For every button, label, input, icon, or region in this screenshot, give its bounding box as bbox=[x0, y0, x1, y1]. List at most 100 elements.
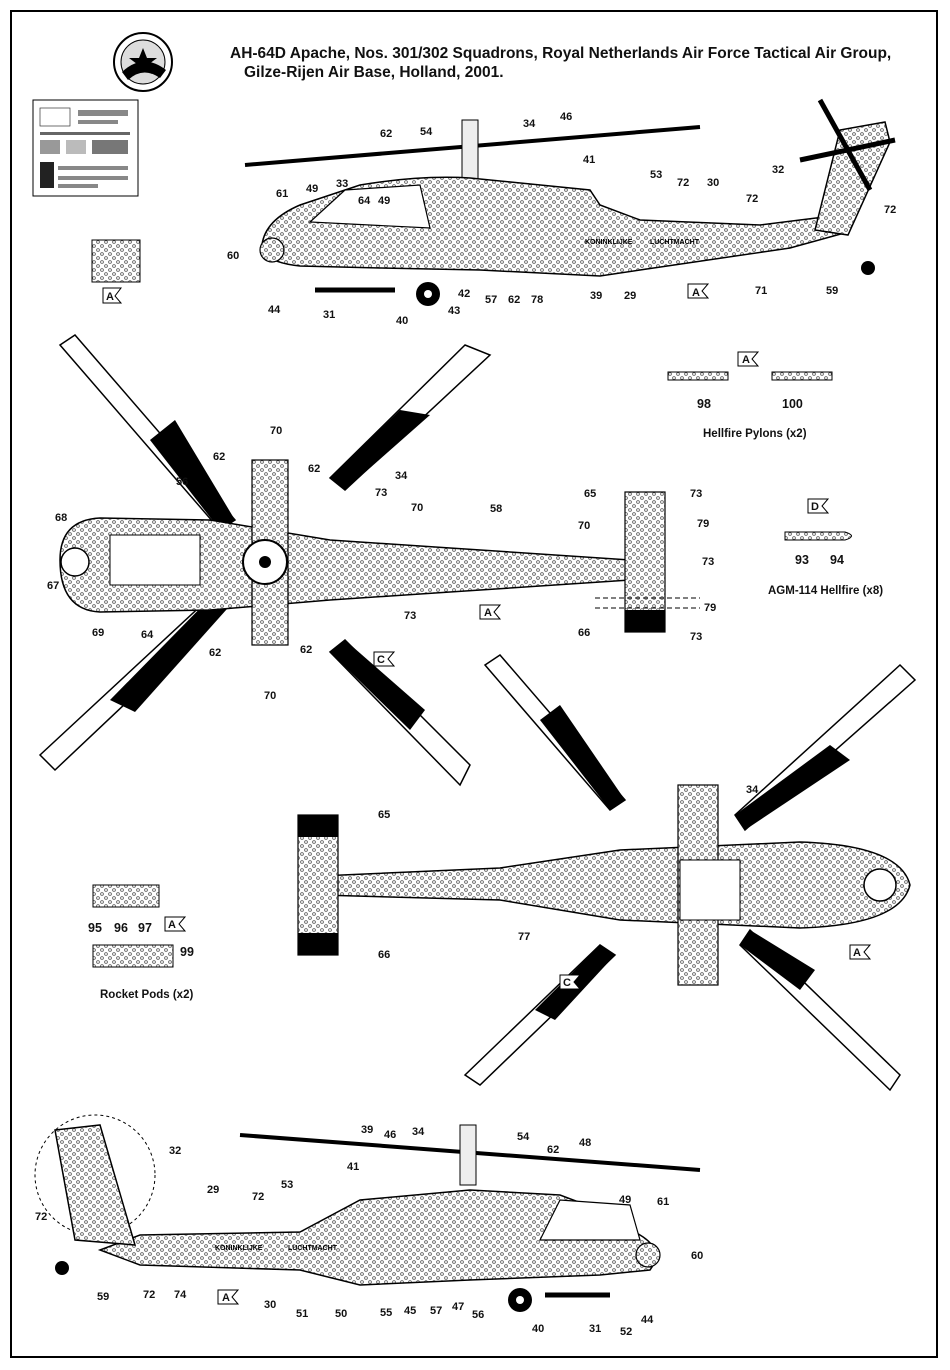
callout-62: 62 bbox=[308, 463, 320, 475]
callout-72: 72 bbox=[35, 1211, 47, 1223]
callout-74: 74 bbox=[174, 1289, 187, 1301]
callout-48: 48 bbox=[579, 1137, 591, 1149]
callout-62: 62 bbox=[547, 1144, 559, 1156]
label-100: 100 bbox=[782, 397, 803, 411]
callout-50: 50 bbox=[335, 1308, 347, 1320]
callout-34: 34 bbox=[523, 118, 536, 130]
label-95: 95 bbox=[88, 921, 102, 935]
callout-72: 72 bbox=[746, 193, 758, 205]
camo-ref-c: C bbox=[377, 654, 385, 666]
camo-ref-c: C bbox=[563, 977, 571, 989]
callout-56: 56 bbox=[472, 1309, 484, 1321]
callout-41: 41 bbox=[347, 1161, 359, 1173]
side-view-left: KONINKLIJKE LUCHTMACHT A bbox=[244, 98, 896, 306]
callout-61: 61 bbox=[276, 188, 288, 200]
squadron-logo bbox=[113, 32, 173, 92]
callout-73: 73 bbox=[404, 610, 416, 622]
callout-52: 52 bbox=[620, 1326, 632, 1338]
camo-ref-a: A bbox=[168, 919, 176, 931]
callout-32: 32 bbox=[772, 164, 784, 176]
title-line-2: Gilze-Rijen Air Base, Holland, 2001. bbox=[244, 64, 504, 81]
callout-31: 31 bbox=[323, 309, 335, 321]
callout-34: 34 bbox=[395, 470, 408, 482]
callout-51: 51 bbox=[296, 1308, 308, 1320]
callout-68: 68 bbox=[55, 512, 67, 524]
callout-72: 72 bbox=[252, 1191, 264, 1203]
caption-rocket-pods: Rocket Pods (x2) bbox=[100, 989, 193, 1001]
callout-60: 60 bbox=[227, 250, 239, 262]
callout-67: 67 bbox=[47, 580, 59, 592]
camo-ref-a: A bbox=[742, 354, 750, 366]
callout-54: 54 bbox=[517, 1131, 530, 1143]
label-96: 96 bbox=[114, 921, 128, 935]
callout-29: 29 bbox=[624, 290, 636, 302]
callout-66: 66 bbox=[378, 949, 390, 961]
callout-73: 73 bbox=[690, 631, 702, 643]
callout-34: 34 bbox=[412, 1126, 425, 1138]
callout-65: 65 bbox=[584, 488, 596, 500]
callout-73: 73 bbox=[702, 556, 714, 568]
callout-39: 39 bbox=[590, 290, 602, 302]
label-94: 94 bbox=[830, 553, 844, 567]
callout-62: 62 bbox=[209, 647, 221, 659]
callout-30: 30 bbox=[264, 1299, 276, 1311]
callout-42: 42 bbox=[458, 288, 470, 300]
callout-32: 32 bbox=[169, 1145, 181, 1157]
callout-30: 30 bbox=[707, 177, 719, 189]
callout-39: 39 bbox=[361, 1124, 373, 1136]
callout-46: 46 bbox=[560, 111, 572, 123]
callout-57: 57 bbox=[430, 1305, 442, 1317]
caption-agm-hellfire: AGM-114 Hellfire (x8) bbox=[768, 585, 883, 597]
callout-31: 31 bbox=[589, 1323, 601, 1335]
callout-70: 70 bbox=[411, 502, 423, 514]
camo-ref-a: A bbox=[692, 287, 700, 299]
callout-70: 70 bbox=[264, 690, 276, 702]
callout-79: 79 bbox=[704, 602, 716, 614]
callout-58: 58 bbox=[490, 503, 502, 515]
callout-57: 57 bbox=[485, 294, 497, 306]
callout-78: 78 bbox=[531, 294, 543, 306]
top-view: A C bbox=[38, 334, 700, 787]
callout-53: 53 bbox=[281, 1179, 293, 1191]
callout-41: 41 bbox=[583, 154, 595, 166]
title-line-1: AH-64D Apache, Nos. 301/302 Squadrons, R… bbox=[230, 45, 892, 62]
rocket-pods: A 95 96 97 99 Rocket Pods (x2) bbox=[88, 884, 194, 1001]
callout-44: 44 bbox=[268, 304, 281, 316]
label-99: 99 bbox=[180, 945, 194, 959]
camo-ref-a: A bbox=[484, 607, 492, 619]
callout-70: 70 bbox=[270, 425, 282, 437]
callout-73: 73 bbox=[375, 487, 387, 499]
label-93: 93 bbox=[795, 553, 809, 567]
callout-62: 62 bbox=[300, 644, 312, 656]
callout-40: 40 bbox=[532, 1323, 544, 1335]
callout-66: 66 bbox=[578, 627, 590, 639]
callout-33: 33 bbox=[336, 178, 348, 190]
callout-44: 44 bbox=[641, 1314, 654, 1326]
callout-55: 55 bbox=[380, 1307, 392, 1319]
callout-53: 53 bbox=[650, 169, 662, 181]
hellfire-pylons: A 98 100 Hellfire Pylons (x2) bbox=[667, 351, 833, 440]
callout-62: 62 bbox=[213, 451, 225, 463]
camo-ref-d: D bbox=[811, 501, 819, 513]
decal-sheet-thumbnail bbox=[32, 99, 139, 197]
camo-ref-a: A bbox=[222, 1292, 230, 1304]
side-view-right: KONINKLIJKE LUCHTMACHT A bbox=[34, 1114, 701, 1312]
callout-43: 43 bbox=[448, 305, 460, 317]
callout-64: 64 bbox=[141, 629, 154, 641]
callout-45: 45 bbox=[404, 1305, 416, 1317]
callout-40: 40 bbox=[396, 315, 408, 327]
callout-72: 72 bbox=[884, 204, 896, 216]
callout-69: 69 bbox=[92, 627, 104, 639]
caption-hellfire-pylons: Hellfire Pylons (x2) bbox=[703, 428, 807, 440]
bottom-view: A C bbox=[297, 654, 917, 1092]
page-title: AH-64D Apache, Nos. 301/302 Squadrons, R… bbox=[230, 44, 891, 82]
callout-60: 60 bbox=[691, 1250, 703, 1262]
callout-56: 56 bbox=[176, 476, 188, 488]
fuselage-text-luchtmacht: LUCHTMACHT bbox=[288, 1245, 338, 1252]
callout-54: 54 bbox=[420, 126, 433, 138]
callout-64: 64 bbox=[358, 195, 371, 207]
